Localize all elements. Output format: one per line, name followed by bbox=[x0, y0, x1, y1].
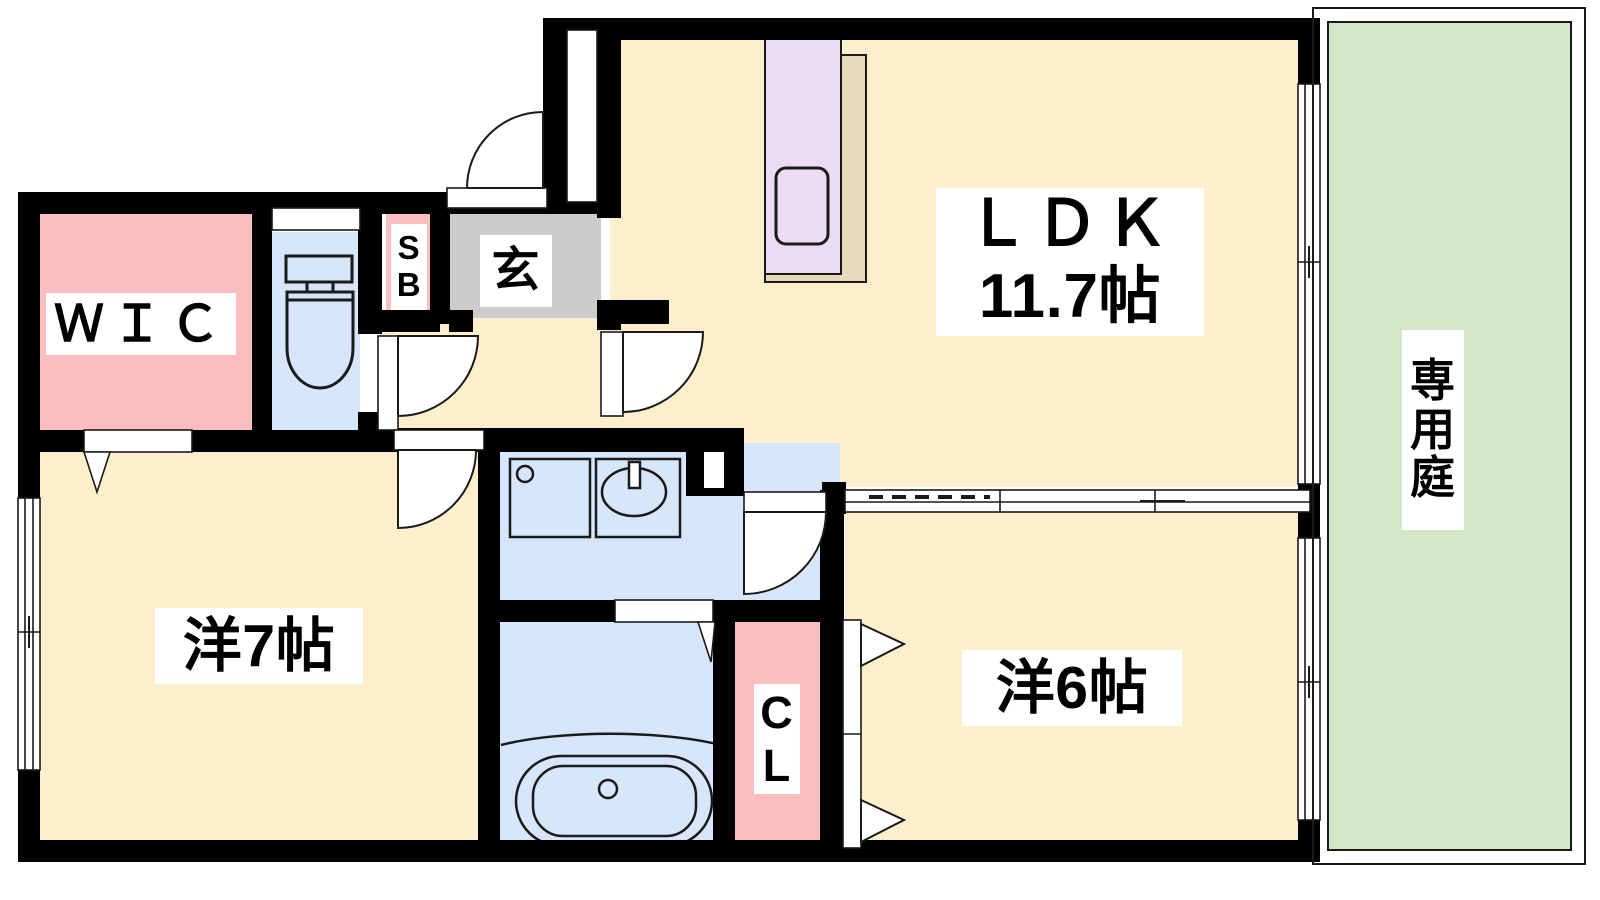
toilet-tank bbox=[284, 254, 354, 284]
wall-room7-right bbox=[478, 440, 500, 850]
wall-bath-cl bbox=[713, 610, 735, 850]
label-closet: C L bbox=[754, 684, 800, 794]
toilet-seat bbox=[285, 298, 355, 390]
wall-right-upper bbox=[1298, 18, 1320, 86]
kitchen-group bbox=[764, 37, 867, 283]
toilet-door[interactable] bbox=[377, 335, 480, 431]
wic-door[interactable] bbox=[82, 429, 193, 495]
wall-washroom-top bbox=[486, 428, 710, 452]
wall-left-wic bbox=[18, 192, 40, 442]
label-western-room-6: 洋6帖 bbox=[962, 650, 1182, 726]
wall-below-wic bbox=[18, 430, 382, 452]
wall-toilet-right bbox=[358, 204, 382, 334]
label-private-garden: 専 用 庭 bbox=[1402, 330, 1464, 530]
room7-door[interactable] bbox=[393, 429, 485, 530]
toilet-fixture bbox=[284, 254, 355, 390]
balcony-sliding-door[interactable] bbox=[1297, 83, 1321, 821]
wall-genkan-right bbox=[597, 300, 669, 324]
label-shoe-box: S B bbox=[391, 224, 427, 310]
wall-below-genkan bbox=[449, 310, 473, 332]
wall-wic-toilet bbox=[252, 204, 272, 439]
wic-top-opening bbox=[271, 207, 361, 231]
label-walk-in-closet: ＷＩＣ bbox=[46, 293, 236, 355]
entrance-door[interactable] bbox=[446, 110, 548, 209]
wall-below-entrance bbox=[382, 310, 440, 332]
bathtub-apron-curve bbox=[500, 732, 722, 747]
wall-room7-left-top bbox=[18, 440, 40, 500]
bathtub-group bbox=[500, 732, 722, 848]
wall-room7-left-bot bbox=[18, 768, 40, 862]
washroom-fixtures bbox=[508, 457, 682, 539]
wall-ldk-bottom-left bbox=[700, 428, 744, 452]
openings bbox=[17, 29, 1321, 849]
bathroom-door[interactable] bbox=[614, 599, 716, 663]
wall-washroom-notch bbox=[704, 446, 724, 488]
washing-machine-drain bbox=[515, 464, 535, 484]
label-ldk-size: 11.7帖 bbox=[936, 258, 1204, 336]
wall-washroom-right bbox=[820, 490, 844, 850]
wall-top-ldk bbox=[543, 18, 1312, 40]
bathtub-inner bbox=[531, 764, 698, 838]
wall-ldk-left bbox=[597, 18, 621, 218]
room7-window[interactable] bbox=[17, 497, 41, 771]
closet-door[interactable] bbox=[842, 619, 907, 849]
entrance-side-window[interactable] bbox=[566, 29, 598, 203]
label-ldk: ＬＤＫ bbox=[936, 188, 1204, 260]
vanity-faucet bbox=[627, 460, 642, 490]
label-western-room-7: 洋7帖 bbox=[155, 608, 363, 684]
label-entrance: 玄 bbox=[480, 235, 552, 307]
bathtub-drain bbox=[597, 778, 619, 800]
kitchen-sink-basin bbox=[774, 166, 830, 246]
washroom-door[interactable] bbox=[743, 491, 828, 596]
hallway-door[interactable] bbox=[600, 331, 705, 417]
ldk-room6-partition[interactable] bbox=[844, 489, 1311, 513]
wall-bottom bbox=[18, 840, 1312, 862]
wall-sb-right bbox=[430, 204, 450, 324]
wall-genkan-upper bbox=[543, 18, 565, 208]
